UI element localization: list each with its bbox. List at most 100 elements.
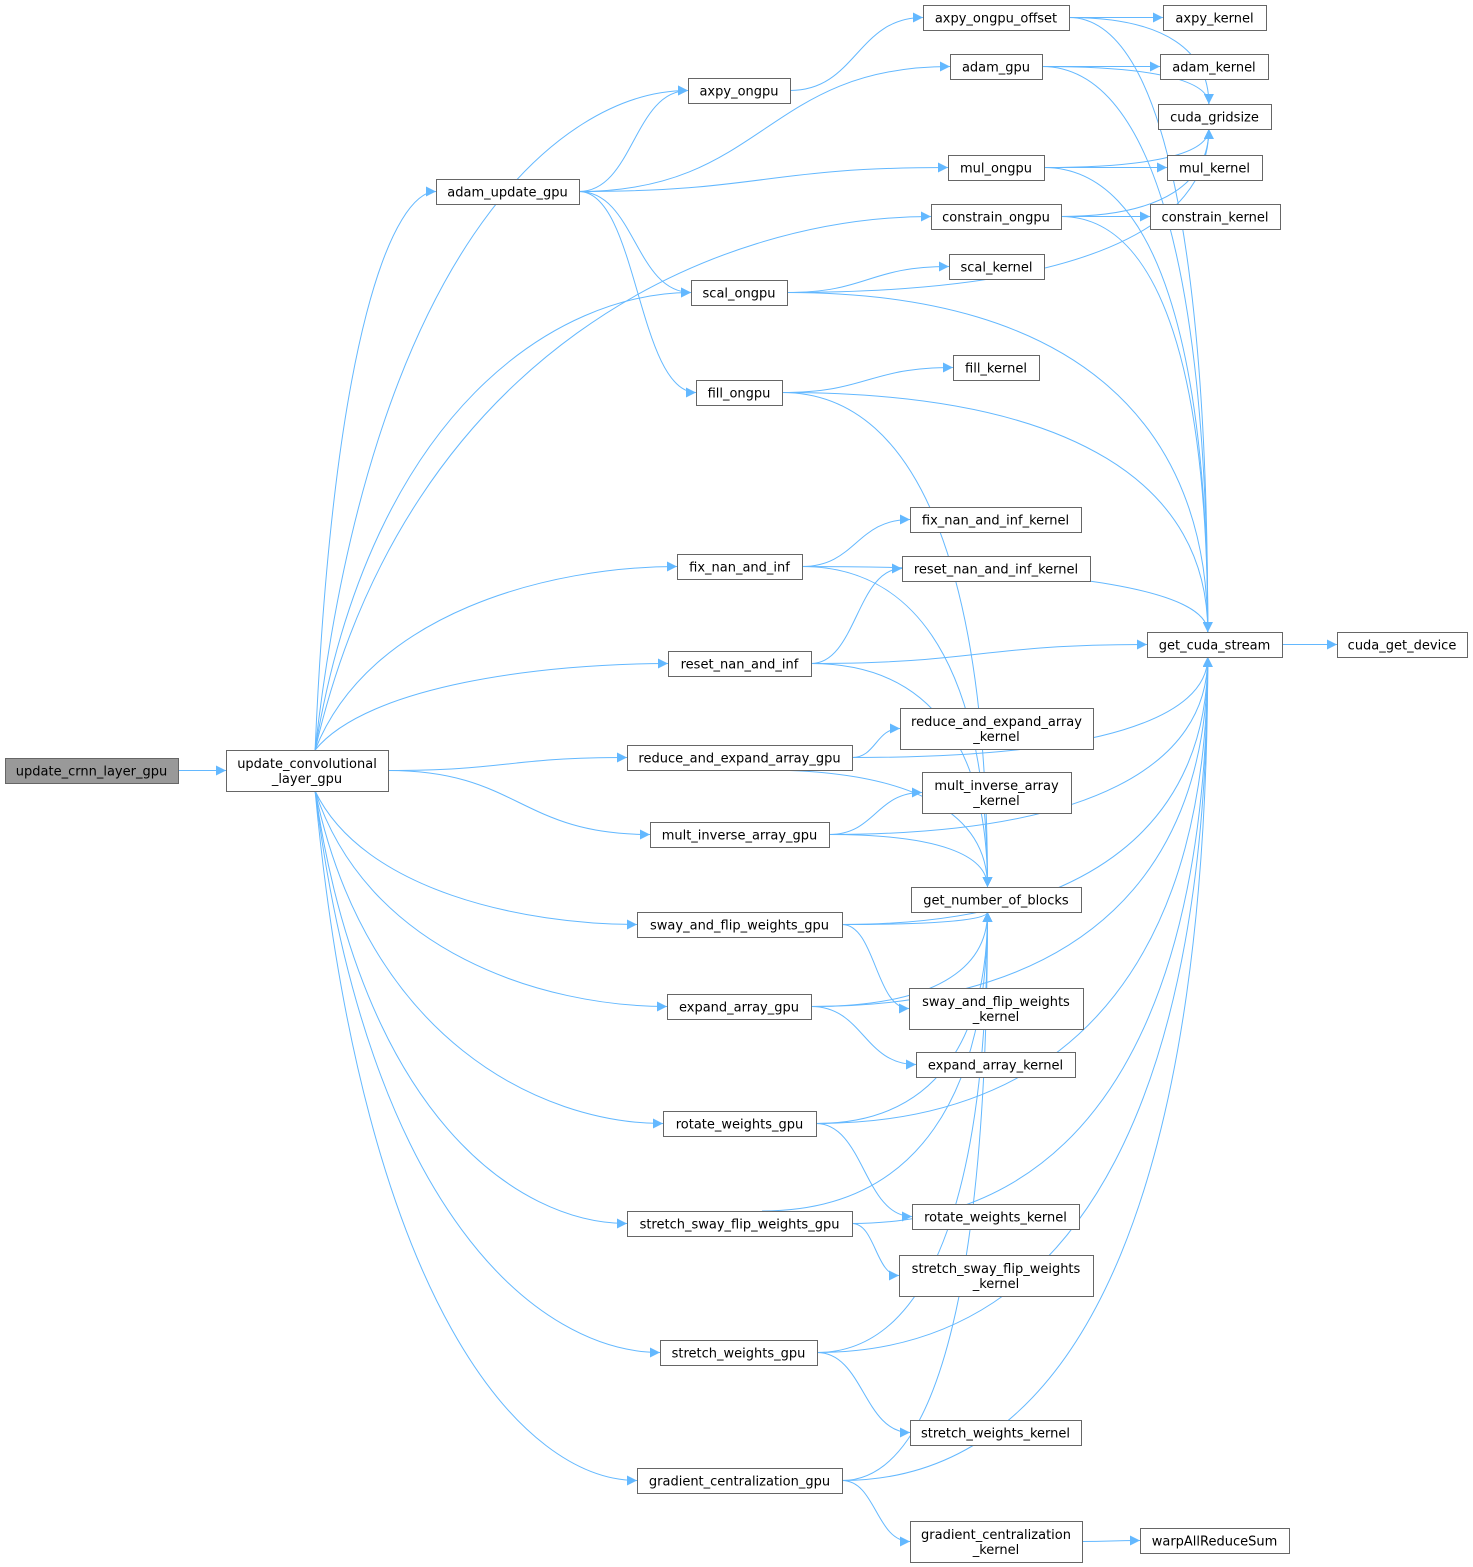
node-rotate-weights-kernel[interactable]: rotate_weights_kernel xyxy=(912,1204,1080,1230)
call-edge xyxy=(314,211,932,751)
call-edge xyxy=(314,790,664,1129)
node-fix-nan-and-inf[interactable]: fix_nan_and_inf xyxy=(677,554,803,580)
node-label: axpy_ongpu_offset xyxy=(935,12,1057,27)
node-mult-inverse-array-kernel[interactable]: mult_inverse_array_kernel xyxy=(922,772,1072,814)
node-label: _kernel xyxy=(972,1543,1020,1558)
node-mul-kernel[interactable]: mul_kernel xyxy=(1167,155,1263,181)
call-edge xyxy=(841,924,910,1014)
node-label: axpy_kernel xyxy=(1175,12,1253,27)
node-box xyxy=(910,1521,1083,1563)
call-edge xyxy=(314,790,638,1486)
node-box xyxy=(668,651,812,677)
node-sway-and-flip-weights-kernel[interactable]: sway_and_flip_weights_kernel xyxy=(909,988,1084,1030)
node-stretch-sway-flip-weights-gpu[interactable]: stretch_sway_flip_weights_gpu xyxy=(627,1211,853,1237)
call-edge xyxy=(841,1480,911,1547)
node-label: mult_inverse_array_gpu xyxy=(662,829,818,844)
node-reduce-and-expand-array-gpu[interactable]: reduce_and_expand_array_gpu xyxy=(627,745,853,771)
node-adam-update-gpu[interactable]: adam_update_gpu xyxy=(436,179,580,205)
node-update-crnn-layer-gpu[interactable]: update_crnn_layer_gpu xyxy=(5,758,179,784)
node-label: get_cuda_stream xyxy=(1159,639,1271,654)
node-constrain-ongpu[interactable]: constrain_ongpu xyxy=(931,204,1062,230)
call-edge xyxy=(828,656,1213,835)
node-label: scal_kernel xyxy=(960,261,1032,276)
node-constrain-kernel[interactable]: constrain_kernel xyxy=(1150,204,1281,230)
node-label: adam_gpu xyxy=(962,61,1030,76)
node-box xyxy=(637,1468,843,1494)
node-gradient-centralization-kernel[interactable]: gradient_centralization_kernel xyxy=(910,1521,1083,1563)
node-box xyxy=(637,912,843,938)
node-adam-kernel[interactable]: adam_kernel xyxy=(1160,54,1269,80)
node-box xyxy=(226,750,389,792)
node-reset-nan-and-inf[interactable]: reset_nan_and_inf xyxy=(668,651,812,677)
node-label: fill_kernel xyxy=(965,362,1027,377)
node-fill-ongpu[interactable]: fill_ongpu xyxy=(696,380,783,406)
node-mult-inverse-array-gpu[interactable]: mult_inverse_array_gpu xyxy=(650,822,830,848)
call-edge xyxy=(841,911,993,925)
node-label: mult_inverse_array xyxy=(934,779,1059,794)
node-box xyxy=(910,1420,1082,1446)
node-box xyxy=(953,355,1040,381)
node-axpy-kernel[interactable]: axpy_kernel xyxy=(1163,5,1267,31)
node-rotate-weights-gpu[interactable]: rotate_weights_gpu xyxy=(663,1111,817,1137)
node-label: expand_array_gpu xyxy=(679,1001,799,1016)
node-reduce-and-expand-array-kernel[interactable]: reduce_and_expand_array_kernel xyxy=(900,708,1094,750)
node-label: gradient_centralization_gpu xyxy=(649,1475,830,1490)
call-edge xyxy=(314,790,628,1229)
node-scal-kernel[interactable]: scal_kernel xyxy=(949,254,1045,280)
node-cuda-get-device[interactable]: cuda_get_device xyxy=(1337,632,1468,658)
node-get-number-of-blocks[interactable]: get_number_of_blocks xyxy=(911,887,1082,913)
node-box xyxy=(627,745,853,771)
node-label: get_number_of_blocks xyxy=(923,894,1069,909)
node-box xyxy=(1147,632,1283,658)
node-label: constrain_ongpu xyxy=(942,211,1050,226)
node-label: rotate_weights_gpu xyxy=(676,1118,804,1133)
node-fix-nan-and-inf-kernel[interactable]: fix_nan_and_inf_kernel xyxy=(910,507,1082,533)
call-edge xyxy=(578,191,697,398)
node-label: adam_kernel xyxy=(1172,61,1255,76)
node-scal-ongpu[interactable]: scal_ongpu xyxy=(691,280,788,306)
node-mul-ongpu[interactable]: mul_ongpu xyxy=(948,155,1045,181)
call-edge xyxy=(810,911,993,1007)
node-box xyxy=(688,78,791,104)
call-edge xyxy=(801,514,911,567)
node-update-convolutional-layer-gpu[interactable]: update_convolutional_layer_gpu xyxy=(226,750,389,792)
node-label: fix_nan_and_inf_kernel xyxy=(922,514,1069,529)
call-edge xyxy=(781,362,954,393)
node-expand-array-gpu[interactable]: expand_array_gpu xyxy=(667,994,812,1020)
node-box xyxy=(436,179,580,205)
node-reset-nan-and-inf-kernel[interactable]: reset_nan_and_inf_kernel xyxy=(902,556,1091,582)
node-label: _kernel xyxy=(972,794,1020,809)
node-adam-gpu[interactable]: adam_gpu xyxy=(950,54,1043,80)
node-fill-kernel[interactable]: fill_kernel xyxy=(953,355,1040,381)
call-edge xyxy=(387,752,628,771)
node-get-cuda-stream[interactable]: get_cuda_stream xyxy=(1147,632,1283,658)
node-label: constrain_kernel xyxy=(1162,211,1269,226)
node-axpy-ongpu-offset[interactable]: axpy_ongpu_offset xyxy=(923,5,1070,31)
call-edge xyxy=(1081,1535,1141,1546)
node-label: axpy_ongpu xyxy=(699,85,778,100)
node-cuda-gridsize[interactable]: cuda_gridsize xyxy=(1158,104,1272,130)
node-warpAllReduceSum[interactable]: warpAllReduceSum xyxy=(1140,1528,1290,1554)
node-stretch-weights-gpu[interactable]: stretch_weights_gpu xyxy=(660,1340,818,1366)
node-gradient-centralization-gpu[interactable]: gradient_centralization_gpu xyxy=(637,1468,843,1494)
node-box xyxy=(696,380,783,406)
call-edge xyxy=(841,656,1213,925)
call-edge xyxy=(1060,216,1213,633)
call-edge xyxy=(314,287,692,751)
node-box xyxy=(950,54,1043,80)
node-stretch-weights-kernel[interactable]: stretch_weights_kernel xyxy=(910,1420,1082,1446)
node-label: expand_array_kernel xyxy=(928,1059,1063,1074)
node-sway-and-flip-weights-gpu[interactable]: sway_and_flip_weights_gpu xyxy=(637,912,843,938)
node-box xyxy=(900,708,1094,750)
node-label: _layer_gpu xyxy=(271,772,342,787)
node-box xyxy=(916,1052,1076,1078)
node-expand-array-kernel[interactable]: expand_array_kernel xyxy=(916,1052,1076,1078)
node-axpy-ongpu[interactable]: axpy_ongpu xyxy=(688,78,791,104)
node-box xyxy=(1160,54,1269,80)
node-stretch-sway-flip-weights-kernel[interactable]: stretch_sway_flip_weights_kernel xyxy=(899,1255,1094,1297)
node-box xyxy=(923,5,1070,31)
node-label: stretch_sway_flip_weights_gpu xyxy=(640,1218,840,1233)
call-edge xyxy=(781,392,1213,633)
node-box xyxy=(1140,1528,1290,1554)
